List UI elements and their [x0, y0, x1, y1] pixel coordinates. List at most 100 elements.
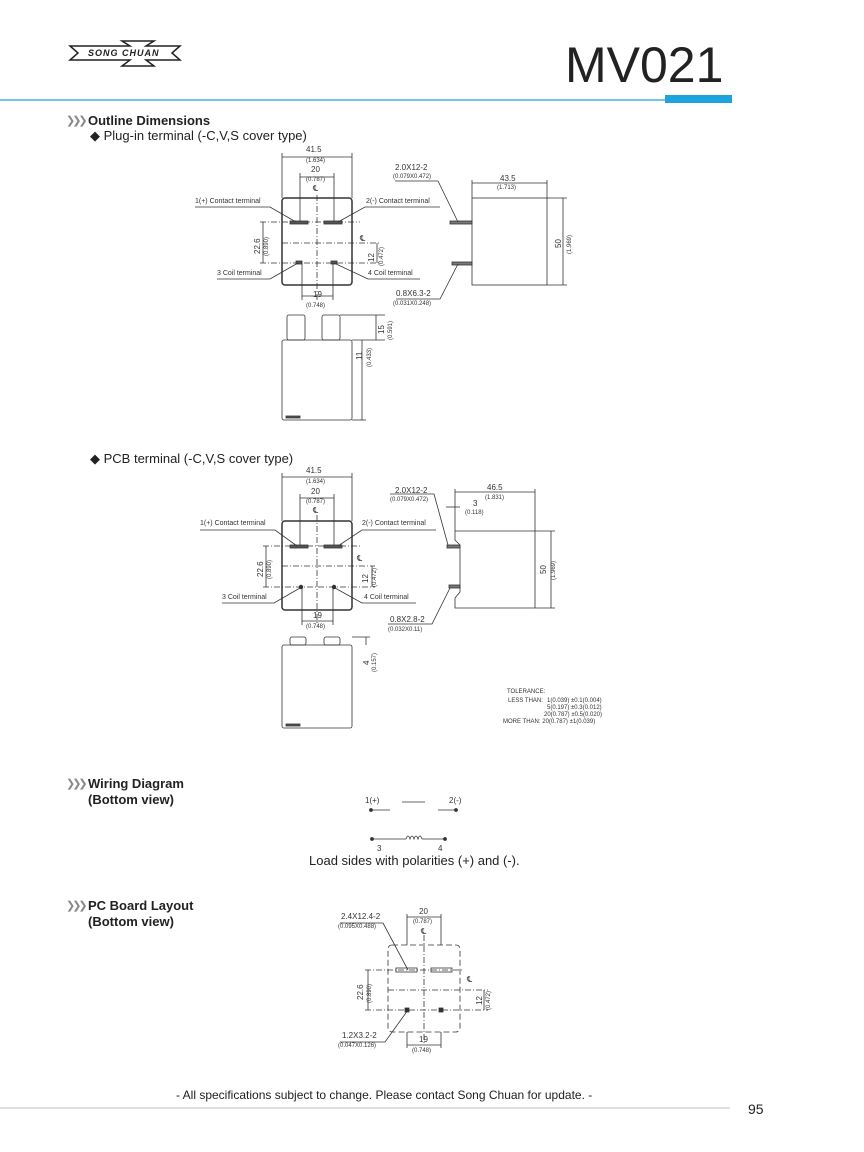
dim-label: (0.890): [264, 236, 270, 256]
dim-label: 15: [377, 325, 386, 334]
dim-label: (0.748): [306, 624, 326, 630]
dim-label: 19: [419, 1035, 428, 1044]
model-title: MV021: [565, 37, 724, 93]
pin-label: 4: [438, 844, 443, 853]
brand-logo-text: SONG CHUAN: [86, 48, 162, 58]
dim-label: (0.748): [306, 303, 326, 309]
dim-label: 20: [311, 165, 320, 174]
dim-label: (0.032X0.11): [388, 627, 423, 633]
chevron-icon: ❯❯❯: [66, 778, 88, 790]
pin-label: 2(-): [449, 796, 462, 805]
dim-label: 11: [355, 351, 364, 360]
dim-label: 3: [473, 499, 478, 508]
centerline-symbol: ℄: [313, 506, 319, 515]
dim-label: (0.472): [372, 567, 378, 587]
plugin-bottom-view: [281, 314, 385, 421]
dim-label: 12: [367, 253, 376, 262]
pcb-side-view: [388, 489, 555, 625]
dim-label: 22.6: [253, 238, 262, 254]
pcb-bottom-view: [281, 636, 370, 729]
dim-label: (0.890): [267, 559, 273, 579]
centerline-symbol: ℄: [360, 234, 366, 243]
dim-label: (0.787): [306, 177, 326, 183]
pin-label: 1(+): [365, 796, 380, 805]
dim-label: 19: [313, 290, 322, 299]
chevron-icon: ❯❯❯: [66, 115, 88, 127]
header-accent-bar: [665, 95, 732, 103]
dim-label: 46.5: [487, 483, 503, 492]
dim-label: 12: [361, 574, 370, 583]
dim-label: (1.969): [567, 234, 573, 254]
footer-note: - All specifications subject to change. …: [176, 1088, 593, 1102]
pcb-front-view: [200, 473, 436, 625]
dim-label: (0.031X0.248): [393, 301, 432, 307]
dim-label: 12: [475, 996, 484, 1005]
dim-label: 2.0X12-2: [395, 163, 428, 172]
terminal-label: 2(-) Contact terminal: [366, 198, 430, 205]
section-title: Wiring Diagram: [88, 776, 184, 791]
dim-label: 0.8X6.3-2: [396, 289, 431, 298]
dim-label: 22.6: [356, 984, 365, 1000]
terminal-label: 4 Coil terminal: [368, 270, 413, 277]
section-title: PC Board Layout: [88, 898, 194, 913]
dim-label: (1.713): [497, 185, 517, 191]
dim-label: 50: [554, 239, 563, 248]
pin-label: 3: [377, 844, 382, 853]
terminal-label: 3 Coil terminal: [222, 594, 267, 601]
dim-label: (0.047X0.126): [338, 1043, 377, 1049]
terminal-label: 2(-) Contact terminal: [362, 520, 426, 527]
dim-label: 20: [419, 907, 428, 916]
dim-label: (0.118): [465, 510, 484, 516]
dim-label: (1.634): [306, 479, 326, 485]
section-subtitle: (Bottom view): [88, 914, 174, 929]
dim-label: 0.8X2.8-2: [390, 615, 425, 624]
dim-label: 50: [539, 565, 548, 574]
dim-label: (0.472): [486, 990, 492, 1010]
dim-label: (0.591): [388, 320, 394, 340]
dim-label: 43.5: [500, 174, 516, 183]
page-number: 95: [748, 1101, 764, 1117]
dim-label: (1.969): [551, 560, 557, 580]
tolerance-row: 5(0.197) ±0.3(0.012): [547, 705, 602, 711]
section-subtitle: (Bottom view): [88, 792, 174, 807]
dim-label: (0.079X0.472): [393, 174, 432, 180]
dim-label: (0.079X0.472): [390, 497, 429, 503]
centerline-symbol: ℄: [313, 184, 319, 193]
centerline-symbol: ℄: [357, 554, 363, 563]
terminal-label: 1(+) Contact terminal: [195, 198, 261, 205]
terminal-label: 4 Coil terminal: [364, 594, 409, 601]
dim-label: 2.4X12.4-2: [341, 912, 381, 921]
tolerance-title: TOLERANCE:: [507, 689, 546, 695]
terminal-label: 1(+) Contact terminal: [200, 520, 266, 527]
dim-label: 1.2X3.2-2: [342, 1031, 377, 1040]
pcb-layout-diagram: [340, 914, 488, 1048]
dim-label: 4: [362, 660, 371, 665]
dim-label: (0.890): [367, 983, 373, 1003]
terminal-label: 3 Coil terminal: [217, 270, 262, 277]
dim-label: (1.831): [485, 495, 505, 501]
tolerance-label: LESS THAN:: [508, 698, 543, 704]
plugin-side-view: [395, 180, 567, 300]
dim-label: (0.157): [372, 652, 378, 672]
dim-label: 41.5: [306, 145, 322, 154]
dim-label: 20: [311, 487, 320, 496]
tolerance-row: 20(0.787) ±0.5(0.020): [544, 712, 602, 718]
tolerance-row: 1(0.039) ±0.1(0.004): [547, 698, 602, 704]
wiring-diagram: [369, 801, 458, 841]
dim-label: (0.095X0.488): [338, 924, 377, 930]
wiring-note: Load sides with polarities (+) and (-).: [309, 853, 520, 868]
dim-label: 22.6: [256, 561, 265, 577]
subsection-title: ◆ Plug-in terminal (-C,V,S cover type): [90, 128, 307, 143]
dim-label: 19: [313, 611, 322, 620]
dim-label: (0.433): [367, 347, 373, 367]
dim-label: 41.5: [306, 466, 322, 475]
chevron-icon: ❯❯❯: [66, 900, 88, 912]
centerline-symbol: ℄: [467, 975, 473, 984]
subsection-title: ◆ PCB terminal (-C,V,S cover type): [90, 451, 294, 466]
plugin-front-view: [195, 153, 440, 300]
dim-label: (0.472): [379, 246, 385, 266]
section-title: Outline Dimensions: [88, 113, 211, 128]
coil-icon: [405, 835, 423, 841]
